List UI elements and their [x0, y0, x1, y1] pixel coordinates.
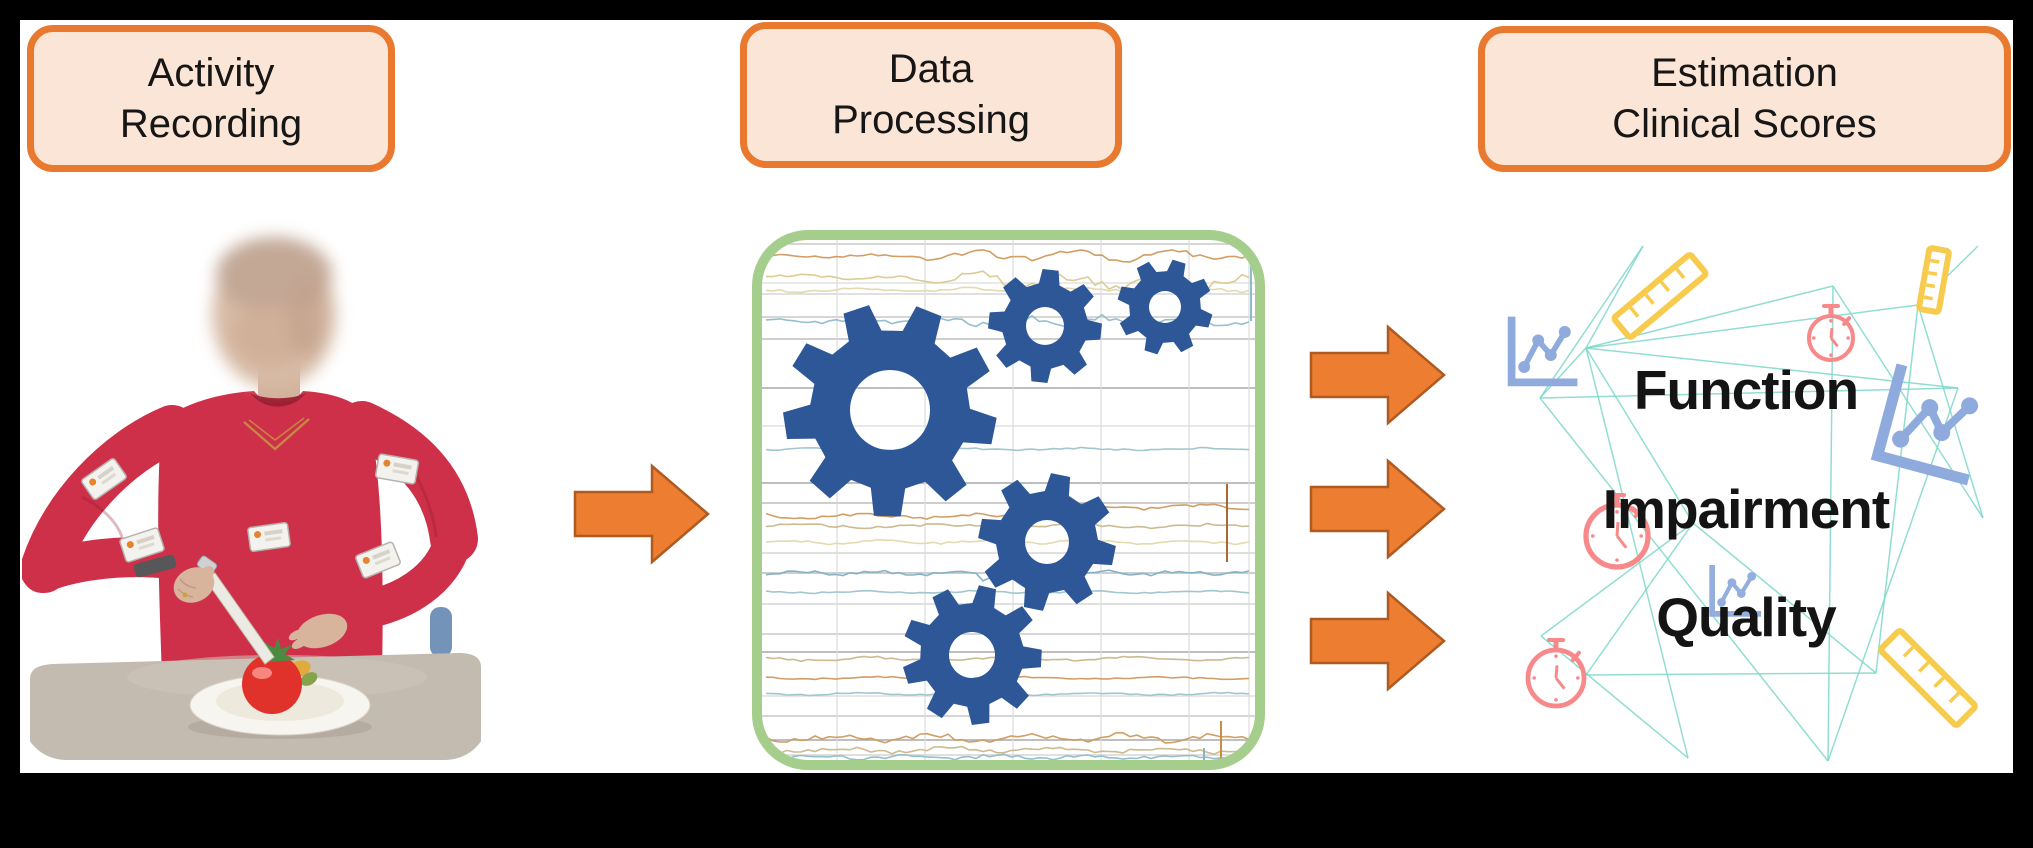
- gear-icon: [903, 585, 1042, 725]
- line-chart-icon: [1709, 564, 1762, 617]
- stage-label-line1: Data: [888, 47, 974, 91]
- wrist-band: [133, 554, 177, 578]
- flow-arrow-right-icon: [1309, 590, 1446, 692]
- stage-box-estimation-clinical-scores: Estimation Clinical Scores: [1478, 26, 2011, 172]
- flow-arrow-right-icon: [1309, 324, 1446, 426]
- data-processing-panel: [752, 230, 1265, 770]
- stage-label-line2: Clinical Scores: [1612, 102, 1877, 146]
- patient-photo-illustration: [22, 237, 481, 760]
- gear-icon: [783, 305, 997, 517]
- flow-arrow-right-icon: [1309, 458, 1446, 560]
- hands: [173, 566, 348, 649]
- outcome-impairment: Impairment: [1602, 478, 1890, 540]
- stage-label-line2: Recording: [119, 101, 303, 146]
- outcome-quality: Quality: [1656, 586, 1836, 648]
- outcome-icon-network: [1507, 245, 1984, 762]
- sensor-patch: [81, 458, 127, 500]
- activity-photo: [22, 207, 489, 760]
- estimation-panel: [1488, 228, 2013, 773]
- sensor-patch: [119, 527, 165, 563]
- sensor-patch: [355, 541, 401, 579]
- stopwatch-icon: [1583, 493, 1651, 570]
- stopwatch-icon: [1807, 304, 1855, 362]
- flow-arrow-right-icon: [573, 463, 710, 565]
- ruler-icon: [1916, 245, 1952, 315]
- sensor-patch: [374, 453, 420, 485]
- flow-arrow-4: [1309, 590, 1447, 692]
- ruler-icon: [1878, 628, 1978, 728]
- blurred-face: [212, 237, 336, 388]
- network-lines: [1539, 245, 1984, 762]
- line-chart-icon: [1870, 363, 1979, 486]
- stage-box-data-processing: Data Processing: [740, 22, 1122, 168]
- gear-icon: [988, 269, 1102, 383]
- stage-label-line1: Estimation: [1651, 51, 1838, 95]
- stage-box-activity-recording: Activity Recording: [27, 25, 395, 172]
- ruler-icon: [1611, 252, 1709, 340]
- gear-icon: [978, 473, 1116, 611]
- line-chart-icon: [1507, 316, 1578, 387]
- flow-arrow-3: [1309, 458, 1447, 560]
- outcome-function: Function: [1633, 359, 1859, 421]
- necklace: [243, 417, 310, 451]
- flow-arrow-2: [1309, 324, 1447, 426]
- gears-over-signals: [762, 240, 1255, 760]
- stage-label-line1: Activity: [147, 50, 275, 95]
- stopwatch-icon: [1525, 638, 1587, 709]
- gear-icon: [1117, 259, 1213, 355]
- flow-arrow-1: [573, 463, 711, 565]
- sensor-patch: [247, 521, 291, 553]
- stage-label-line2: Processing: [832, 98, 1030, 142]
